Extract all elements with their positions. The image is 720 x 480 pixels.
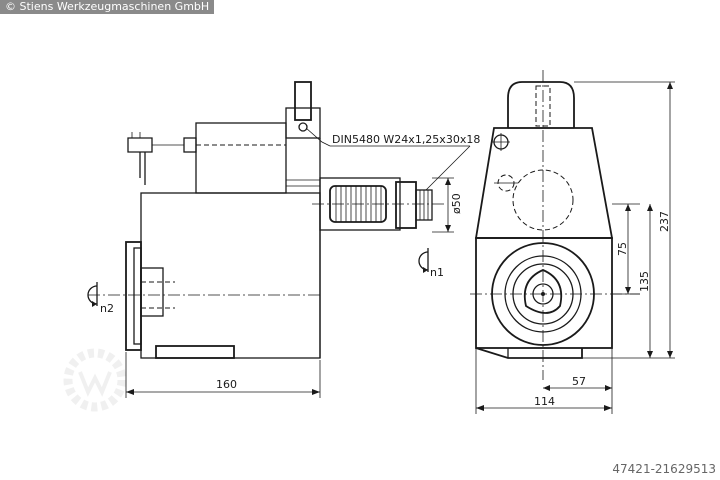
watermark-logo: [63, 348, 127, 412]
upper-housing: [195, 122, 287, 194]
rotation-label-n2: n2: [100, 302, 114, 315]
dimension-75: 75: [616, 242, 629, 256]
clamp-screw: [298, 122, 308, 132]
top-lug: [507, 81, 575, 128]
top-flange: [285, 107, 321, 139]
front-view: 75 135 237 57 114: [470, 70, 675, 414]
lower-block: [475, 237, 613, 349]
reference-id: 47421-21629513: [612, 462, 716, 476]
coolant-fitting: [183, 137, 197, 153]
bottom-foot: [155, 345, 235, 359]
dimension-57: 57: [572, 375, 586, 388]
rotation-arrow-icon: [418, 248, 429, 273]
side-view: DIN5480 W24x1,25x30x18 ø50 n1 n2 160: [87, 81, 480, 398]
dimension-237: 237: [658, 211, 671, 232]
clamp-block: [294, 81, 312, 121]
rotation-arrow-icon: [87, 282, 98, 307]
rotation-label-n1: n1: [430, 266, 444, 279]
dimension-114: 114: [534, 395, 555, 408]
dimension-135: 135: [638, 271, 651, 292]
front-foot: [475, 347, 583, 359]
main-body: [140, 192, 321, 359]
copyright-banner: © Stiens Werkzeugmaschinen GmbH: [0, 0, 215, 14]
flange-insert: [140, 267, 164, 317]
dimension-160: 160: [216, 378, 237, 391]
diameter-label: ø50: [450, 193, 463, 214]
thread-spec-label: DIN5480 W24x1,25x30x18: [332, 133, 480, 146]
triangle-drive: [523, 269, 563, 314]
spindle-nut: [395, 181, 417, 229]
